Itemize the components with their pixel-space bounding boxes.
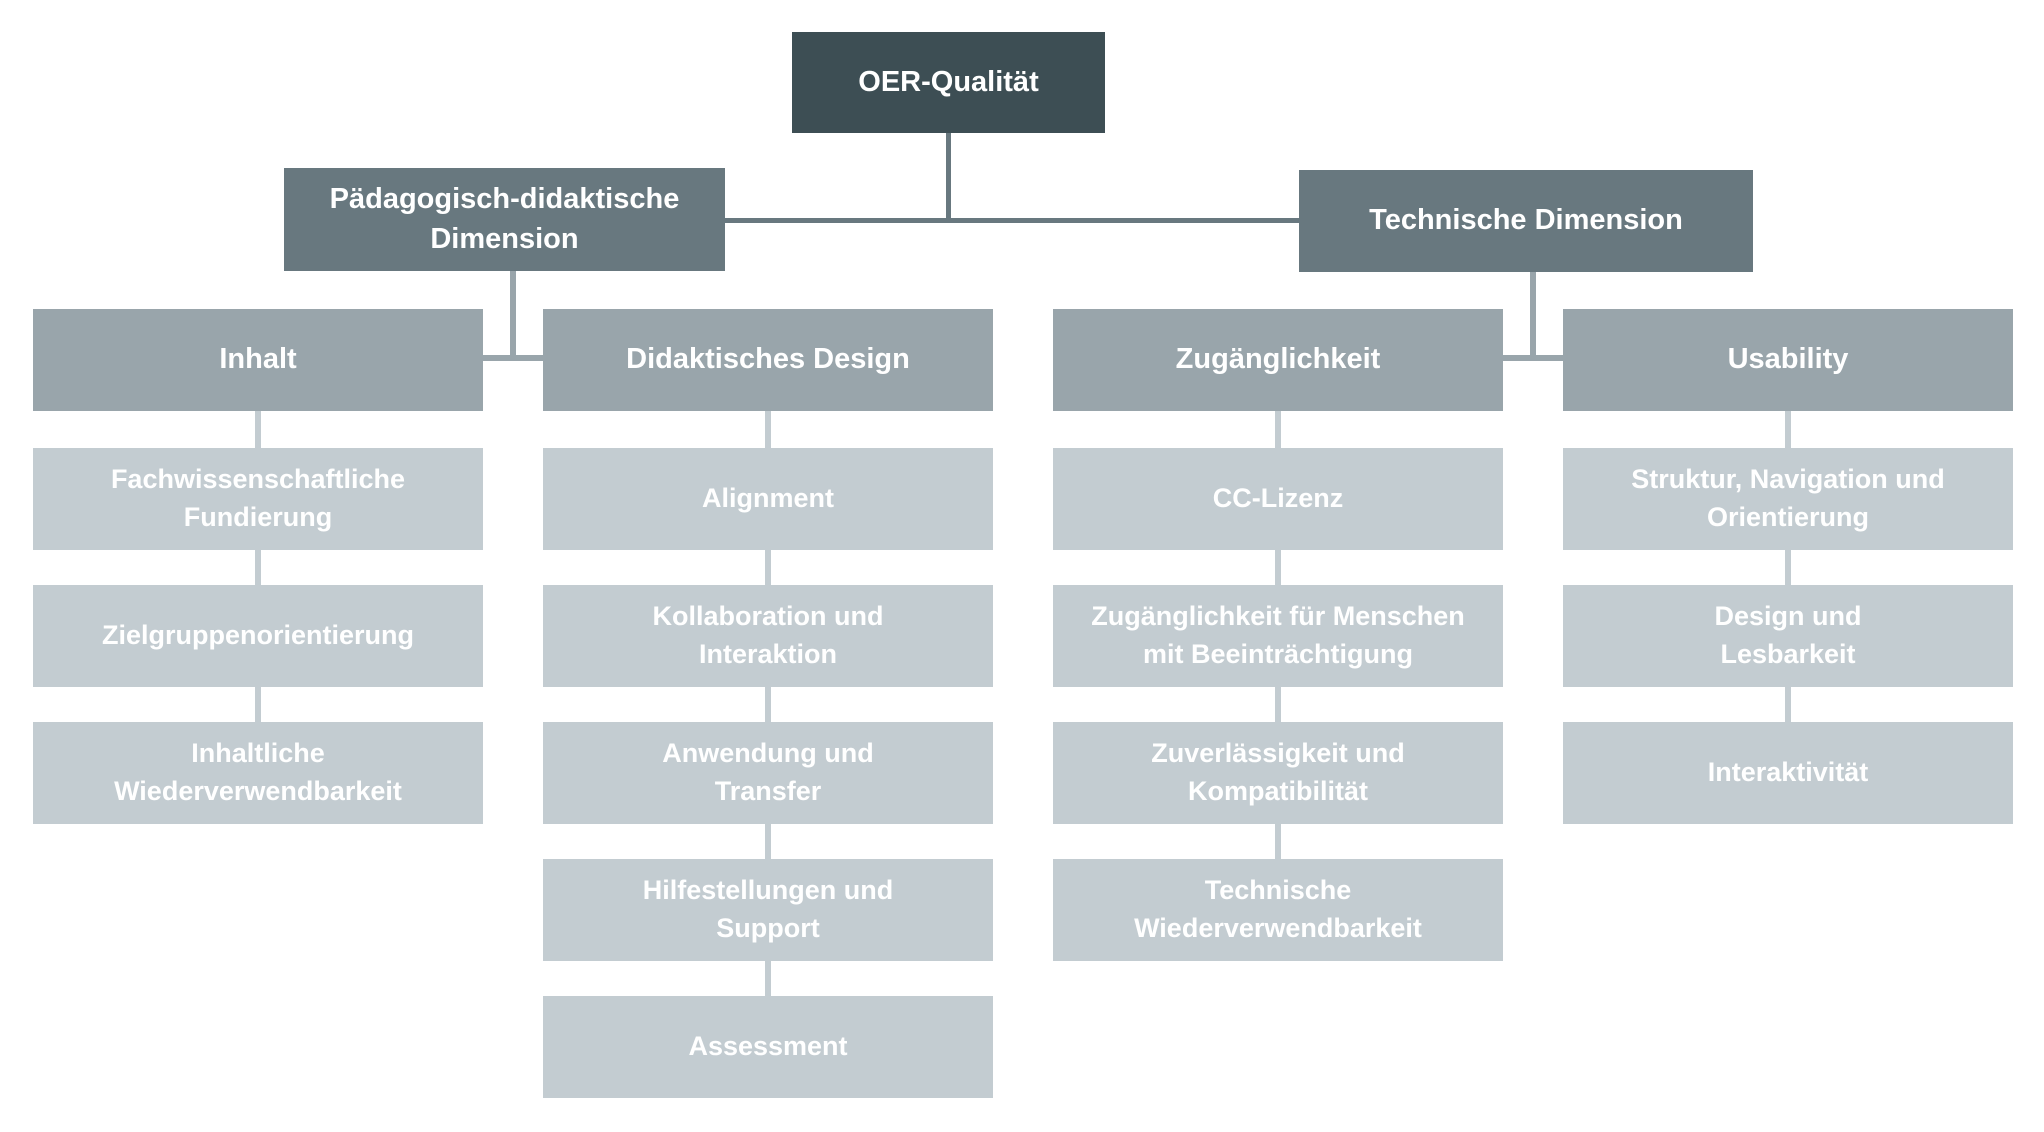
node-label: Usability xyxy=(1727,343,1849,376)
node-label: Assessment xyxy=(688,1031,848,1062)
node-inhaltliche-wiederverwendbarkeit: Inhaltliche Wiederverwendbarkeit xyxy=(33,722,483,824)
connector-col3-seg4 xyxy=(1275,824,1281,859)
node-fachwissenschaftliche-fundierung: Fachwissenschaftliche Fundierung xyxy=(33,448,483,550)
connector-technische-tbar xyxy=(1503,355,1563,361)
node-label: Technische Wiederverwendbarkeit xyxy=(1134,875,1422,943)
node-label: Kollaboration und Interaktion xyxy=(652,601,884,669)
node-label: Fachwissenschaftliche Fundierung xyxy=(110,464,406,532)
node-alignment: Alignment xyxy=(543,448,993,550)
connector-col4-seg3 xyxy=(1785,687,1791,722)
node-label: CC-Lizenz xyxy=(1212,483,1344,514)
connector-technische-vertical xyxy=(1530,272,1536,361)
connector-col1-seg3 xyxy=(255,687,261,722)
node-technische-wiederverwendbarkeit: Technische Wiederverwendbarkeit xyxy=(1053,859,1503,961)
node-label: Zugänglichkeit xyxy=(1175,343,1381,376)
node-cc-lizenz: CC-Lizenz xyxy=(1053,448,1503,550)
node-label: Zugänglichkeit für Menschen mit Beeinträ… xyxy=(1091,601,1465,669)
node-inhalt: Inhalt xyxy=(33,309,483,411)
node-struktur-navigation-orientierung: Struktur, Navigation und Orientierung xyxy=(1563,448,2013,550)
connector-paedagogisch-tbar xyxy=(483,355,543,361)
node-label: Design und Lesbarkeit xyxy=(1714,601,1862,669)
node-label: Inhaltliche Wiederverwendbarkeit xyxy=(114,738,402,806)
node-label: Didaktisches Design xyxy=(626,343,910,376)
node-label: OER-Qualität xyxy=(858,65,1039,98)
node-label: Inhalt xyxy=(219,343,297,376)
connector-root-vertical xyxy=(946,133,951,223)
connector-col3-seg1 xyxy=(1275,411,1281,448)
node-label: Hilfestellungen und Support xyxy=(642,875,894,943)
node-label: Technische Dimension xyxy=(1369,204,1683,237)
node-assessment: Assessment xyxy=(543,996,993,1098)
node-interaktivitaet: Interaktivität xyxy=(1563,722,2013,824)
node-kollaboration-und-interaktion: Kollaboration und Interaktion xyxy=(543,585,993,687)
connector-dimensions-horizontal xyxy=(725,218,1299,223)
node-didaktisches-design: Didaktisches Design xyxy=(543,309,993,411)
node-zugaenglichkeit: Zugänglichkeit xyxy=(1053,309,1503,411)
connector-col2-seg3 xyxy=(765,687,771,722)
connector-col3-seg3 xyxy=(1275,687,1281,722)
connector-col4-seg1 xyxy=(1785,411,1791,448)
connector-col4-seg2 xyxy=(1785,550,1791,585)
connector-paedagogisch-vertical xyxy=(510,271,516,361)
connector-col1-seg2 xyxy=(255,550,261,585)
node-label: Zuverlässigkeit und Kompatibilität xyxy=(1151,738,1405,806)
node-label: Interaktivität xyxy=(1707,757,1869,788)
node-zielgruppenorientierung: Zielgruppenorientierung xyxy=(33,585,483,687)
node-anwendung-und-transfer: Anwendung und Transfer xyxy=(543,722,993,824)
connector-col2-seg2 xyxy=(765,550,771,585)
node-paedagogisch-didaktische-dimension: Pädagogisch-didaktische Dimension xyxy=(284,168,725,271)
connector-col2-seg4 xyxy=(765,824,771,859)
connector-col2-seg5 xyxy=(765,961,771,996)
node-hilfestellungen-und-support: Hilfestellungen und Support xyxy=(543,859,993,961)
node-zuverlaessigkeit-und-kompatibilitaet: Zuverlässigkeit und Kompatibilität xyxy=(1053,722,1503,824)
node-technische-dimension: Technische Dimension xyxy=(1299,170,1753,272)
node-oer-qualitaet: OER-Qualität xyxy=(792,32,1105,133)
connector-col3-seg2 xyxy=(1275,550,1281,585)
node-label: Anwendung und Transfer xyxy=(662,738,874,806)
connector-col2-seg1 xyxy=(765,411,771,448)
node-label: Alignment xyxy=(702,483,834,514)
node-label: Zielgruppenorientierung xyxy=(101,620,414,651)
node-design-und-lesbarkeit: Design und Lesbarkeit xyxy=(1563,585,2013,687)
node-label: Struktur, Navigation und Orientierung xyxy=(1631,464,1945,532)
connector-col1-seg1 xyxy=(255,411,261,448)
node-label: Pädagogisch-didaktische Dimension xyxy=(329,183,680,255)
node-zugaenglichkeit-fuer-menschen: Zugänglichkeit für Menschen mit Beeinträ… xyxy=(1053,585,1503,687)
node-usability: Usability xyxy=(1563,309,2013,411)
